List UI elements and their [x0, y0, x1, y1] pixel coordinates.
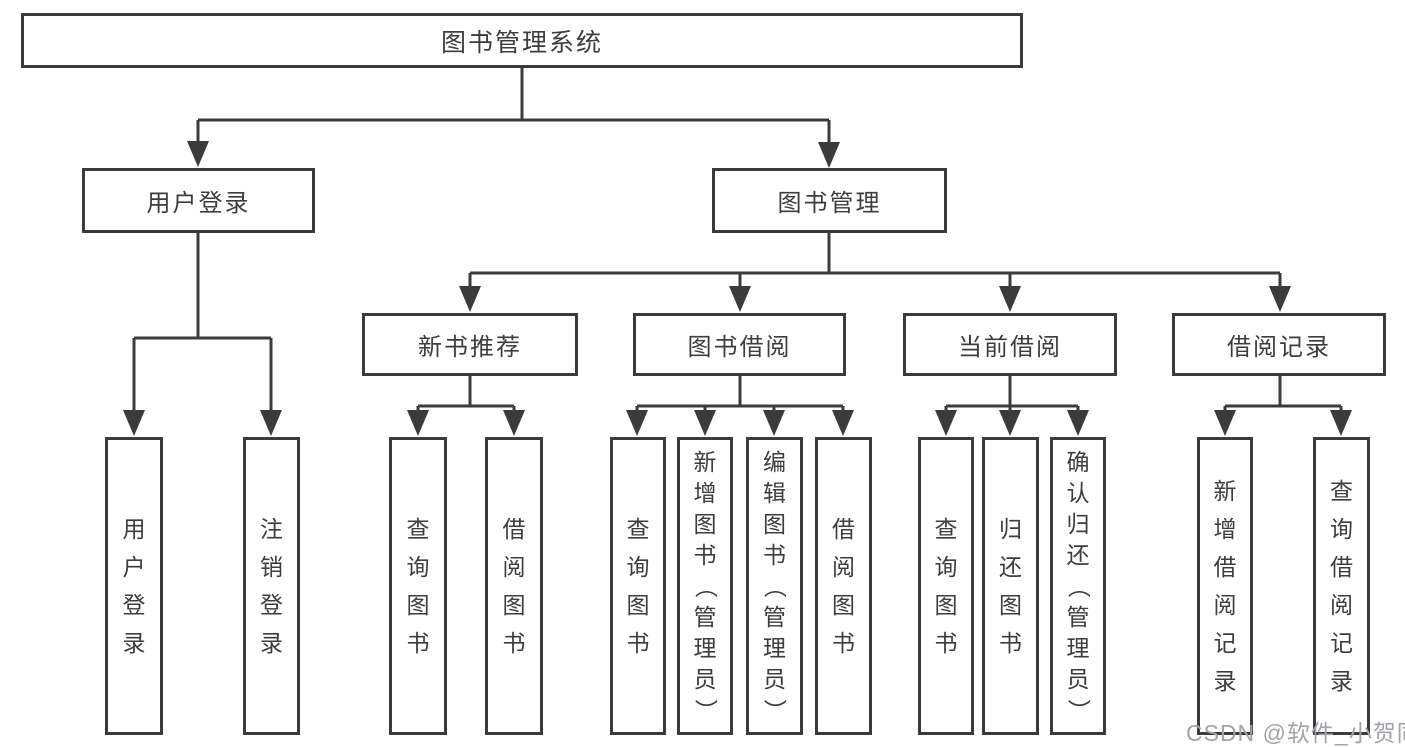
leaf-add-borrow-record: 新增借阅记录: [1197, 437, 1253, 735]
leaf-label: 新增借阅记录: [1213, 478, 1237, 694]
node-borrow-records: 借阅记录: [1172, 313, 1386, 376]
leaf-user-login: 用户登录: [105, 437, 163, 735]
node-label: 新书推荐: [418, 334, 522, 361]
node-user-login: 用户登录: [82, 168, 315, 233]
leaf-query-books: 查询图书: [918, 437, 974, 735]
node-label: 图书管理系统: [440, 28, 603, 57]
leaf-query-books: 查询图书: [610, 437, 666, 735]
node-book-management: 图书管理: [712, 168, 947, 233]
csdn-watermark: CSDN @软件_小贺同学: [1186, 720, 1405, 746]
leaf-label: 借阅图书: [832, 516, 855, 656]
leaf-label: 确认归还（管理员）: [1065, 448, 1092, 722]
arrowhead-icons: [123, 141, 1352, 436]
node-label: 借阅记录: [1227, 334, 1331, 361]
leaf-return-books: 归还图书: [982, 437, 1039, 735]
node-label: 图书管理: [777, 190, 882, 217]
node-label: 用户登录: [146, 190, 251, 217]
leaf-confirm-return-admin: 确认归还（管理员）: [1050, 437, 1106, 735]
leaf-logout: 注销登录: [243, 437, 300, 735]
leaf-label: 借阅图书: [502, 516, 526, 656]
leaf-label: 新增图书（管理员）: [692, 448, 719, 722]
node-label: 图书借阅: [687, 334, 792, 361]
leaf-label: 编辑图书（管理员）: [762, 448, 788, 722]
leaf-query-books: 查询图书: [389, 437, 447, 735]
leaf-label: 查询图书: [626, 516, 650, 656]
leaf-label: 查询借阅记录: [1330, 478, 1353, 694]
leaf-label: 用户登录: [122, 516, 146, 656]
node-label: 当前借阅: [958, 334, 1062, 361]
node-new-book-recommend: 新书推荐: [362, 313, 578, 376]
node-current-borrow: 当前借阅: [903, 313, 1117, 376]
leaf-borrow-books: 借阅图书: [815, 437, 872, 735]
leaf-borrow-books: 借阅图书: [485, 437, 543, 735]
leaf-label: 归还图书: [999, 516, 1022, 656]
node-library-management-system: 图书管理系统: [21, 13, 1023, 68]
leaf-query-borrow-record: 查询借阅记录: [1313, 437, 1370, 735]
leaf-label: 查询图书: [934, 516, 958, 656]
node-book-borrow: 图书借阅: [633, 313, 846, 376]
leaf-add-books-admin: 新增图书（管理员）: [677, 437, 733, 735]
leaf-label: 查询图书: [406, 516, 430, 656]
leaf-label: 注销登录: [260, 516, 283, 656]
leaf-edit-books-admin: 编辑图书（管理员）: [746, 437, 803, 735]
